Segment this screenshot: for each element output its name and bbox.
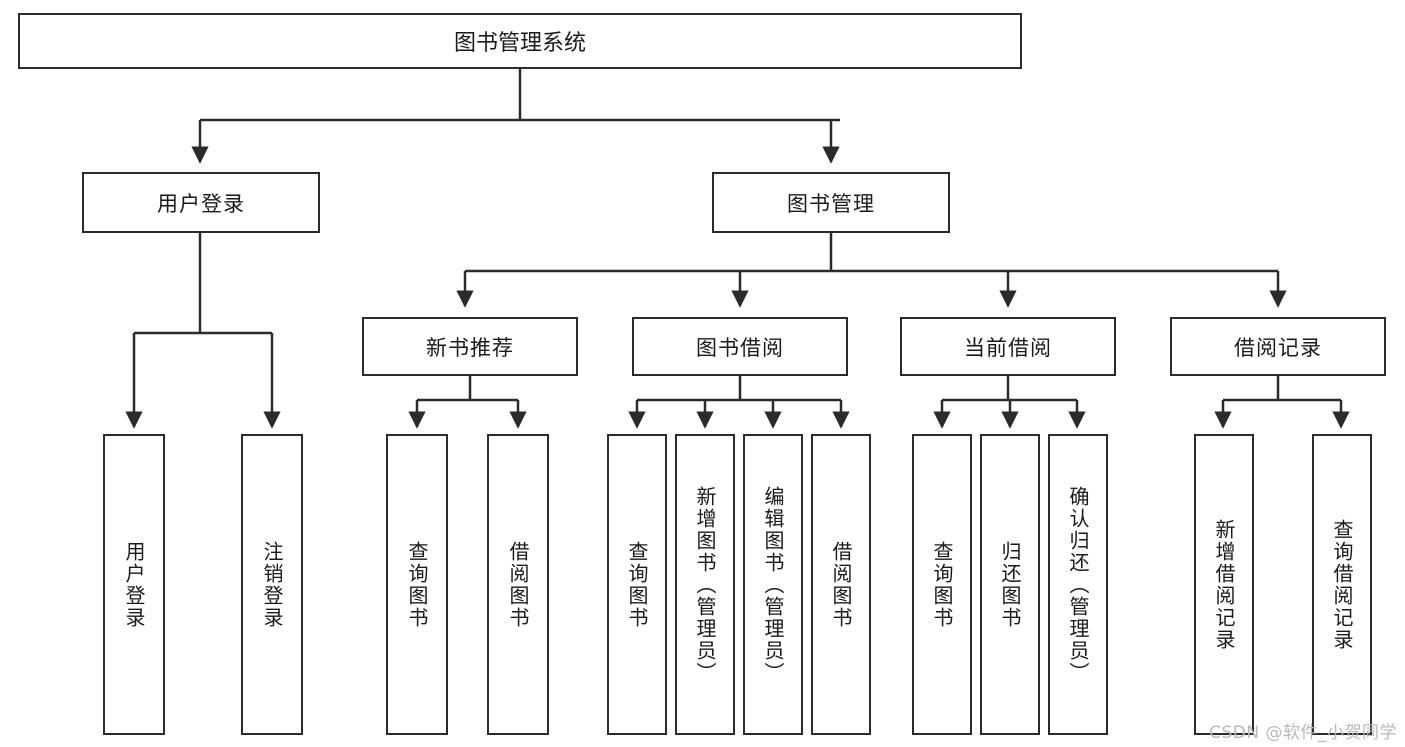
node-leaf-borrow-record-1-label: 新增借阅记录 xyxy=(1212,518,1236,651)
node-leaf-new-book-2[interactable]: 借阅图书 xyxy=(487,434,549,735)
node-new-book-recommend-label: 新书推荐 xyxy=(426,335,514,360)
node-user-login-label: 用户登录 xyxy=(157,191,245,216)
node-leaf-current-borrow-3[interactable]: 确认归还（管理员） xyxy=(1048,434,1108,735)
node-leaf-book-borrow-3[interactable]: 编辑图书（管理员） xyxy=(743,434,803,735)
node-leaf-book-borrow-3-label: 编辑图书（管理员） xyxy=(761,485,785,684)
node-leaf-current-borrow-2-label: 归还图书 xyxy=(998,540,1022,629)
node-leaf-current-borrow-1-label: 查询图书 xyxy=(930,540,954,629)
node-book-borrow-label: 图书借阅 xyxy=(696,335,784,360)
node-root-label: 图书管理系统 xyxy=(453,31,586,56)
node-leaf-user-login-2[interactable]: 注销登录 xyxy=(241,434,303,735)
node-leaf-user-login-1[interactable]: 用户登录 xyxy=(103,434,165,735)
node-leaf-current-borrow-2[interactable]: 归还图书 xyxy=(980,434,1040,735)
node-leaf-user-login-1-label: 用户登录 xyxy=(122,540,146,629)
node-leaf-book-borrow-4[interactable]: 借阅图书 xyxy=(811,434,871,735)
node-user-login[interactable]: 用户登录 xyxy=(82,172,320,233)
node-leaf-new-book-1-label: 查询图书 xyxy=(405,540,429,629)
node-new-book-recommend[interactable]: 新书推荐 xyxy=(362,317,578,376)
node-leaf-new-book-1[interactable]: 查询图书 xyxy=(386,434,448,735)
node-borrow-record-label: 借阅记录 xyxy=(1234,335,1322,360)
node-leaf-current-borrow-1[interactable]: 查询图书 xyxy=(912,434,972,735)
node-leaf-new-book-2-label: 借阅图书 xyxy=(506,540,530,629)
node-leaf-user-login-2-label: 注销登录 xyxy=(260,540,284,629)
node-leaf-borrow-record-2[interactable]: 查询借阅记录 xyxy=(1312,434,1372,735)
node-borrow-record[interactable]: 借阅记录 xyxy=(1170,317,1386,376)
node-book-manage[interactable]: 图书管理 xyxy=(712,172,950,233)
node-current-borrow[interactable]: 当前借阅 xyxy=(900,317,1116,376)
node-book-borrow[interactable]: 图书借阅 xyxy=(632,317,848,376)
node-root[interactable]: 图书管理系统 xyxy=(18,13,1022,69)
node-leaf-book-borrow-1-label: 查询图书 xyxy=(625,540,649,629)
node-current-borrow-label: 当前借阅 xyxy=(964,335,1052,360)
node-leaf-borrow-record-1[interactable]: 新增借阅记录 xyxy=(1194,434,1254,735)
node-leaf-book-borrow-1[interactable]: 查询图书 xyxy=(607,434,667,735)
node-leaf-book-borrow-2-label: 新增图书（管理员） xyxy=(693,485,717,684)
node-leaf-current-borrow-3-label: 确认归还（管理员） xyxy=(1066,485,1090,684)
node-leaf-book-borrow-2[interactable]: 新增图书（管理员） xyxy=(675,434,735,735)
node-book-manage-label: 图书管理 xyxy=(787,191,875,216)
watermark: CSDN @软件_小贺同学 xyxy=(1209,723,1397,743)
node-leaf-book-borrow-4-label: 借阅图书 xyxy=(829,540,853,629)
node-leaf-borrow-record-2-label: 查询借阅记录 xyxy=(1330,518,1354,651)
